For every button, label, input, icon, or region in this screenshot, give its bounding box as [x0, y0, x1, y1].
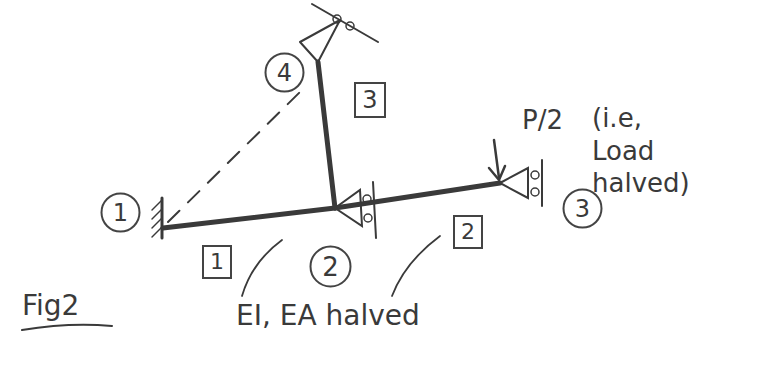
load-arrow — [494, 140, 499, 178]
roller-ground — [312, 4, 378, 42]
leader-line — [242, 240, 282, 296]
roller-support — [500, 168, 528, 198]
node-number: 2 — [309, 245, 352, 288]
wall-hatching — [152, 200, 162, 237]
node-number: 4 — [264, 52, 305, 93]
load-label: P/2 — [522, 104, 563, 137]
element-number: 3 — [354, 82, 386, 118]
number-text: 1 — [210, 251, 224, 273]
number-text: 3 — [575, 197, 590, 221]
note-text: (i.e, Load halved) — [592, 102, 702, 200]
roller-support — [335, 190, 362, 226]
number-text: 1 — [113, 201, 128, 225]
column-element — [318, 62, 335, 208]
roller-support — [300, 20, 340, 62]
number-text: 2 — [461, 221, 475, 243]
element-number: 2 — [453, 215, 483, 249]
leader-line — [392, 236, 440, 296]
node-number: 1 — [100, 192, 141, 233]
number-text: 2 — [322, 254, 339, 280]
element-number: 1 — [202, 245, 232, 279]
property-note: EI, EA halved — [236, 298, 420, 333]
figure-label: Fig2 — [22, 288, 79, 323]
dashed-line — [168, 92, 300, 222]
number-text: 3 — [362, 88, 377, 112]
underline — [22, 325, 112, 330]
number-text: 4 — [277, 61, 292, 85]
beam-element — [163, 208, 335, 228]
